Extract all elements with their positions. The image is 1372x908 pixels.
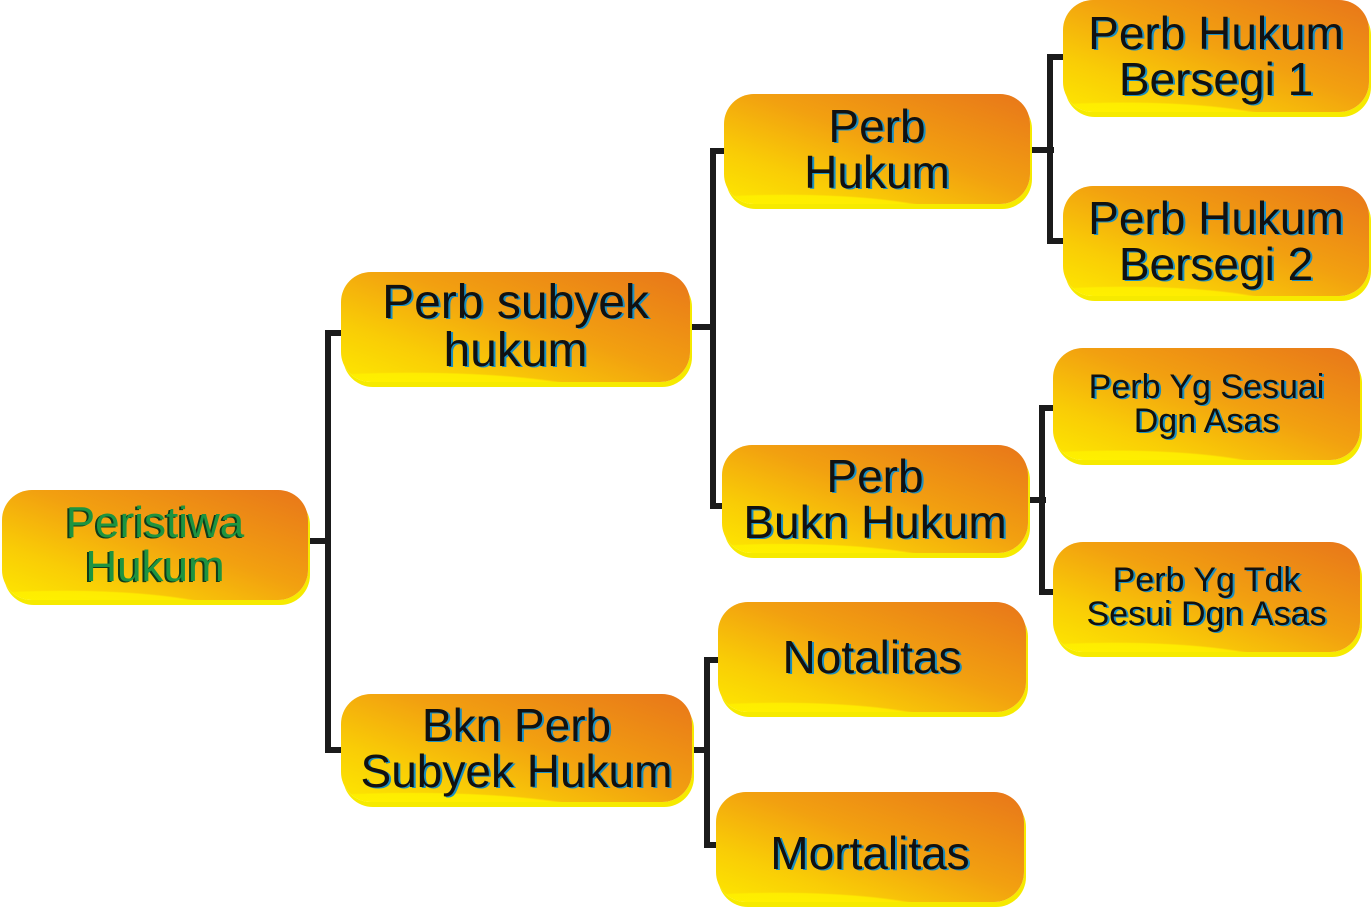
- connector-bkn-trunk: [704, 657, 710, 848]
- connector-subyek-to-perbhukum: [710, 148, 724, 154]
- connector-root-to-subyek: [325, 330, 341, 336]
- node-perb-hukum-bersegi-2: Perb Hukum Bersegi 2: [1063, 186, 1369, 296]
- node-label-line: Perb Hukum: [1088, 7, 1344, 59]
- node-perb-subyek-hukum: Perb subyek hukum: [341, 272, 690, 382]
- connector-subyek-stub: [690, 324, 716, 330]
- connector-perbhukum-trunk: [1047, 54, 1053, 244]
- connector-bukn-stub: [1028, 497, 1046, 503]
- node-label-line: Dgn Asas: [1133, 402, 1280, 440]
- node-perb-bukn-hukum: Perb Bukn Hukum: [722, 445, 1028, 553]
- connector-to-tdk-sesuai: [1039, 589, 1053, 595]
- connector-bukn-trunk: [1039, 405, 1045, 595]
- node-label-line: Perb Yg Tdk: [1112, 561, 1301, 599]
- node-label-line: Peristiwa: [65, 498, 245, 547]
- node-label-line: Notalitas: [782, 631, 962, 683]
- node-perb-yg-sesuai-dgn-asas: Perb Yg Sesuai Dgn Asas: [1053, 348, 1360, 460]
- connector-to-bersegi2: [1047, 238, 1063, 244]
- node-label-line: Bersegi 2: [1118, 238, 1314, 290]
- node-label-line: Hukum: [804, 146, 950, 198]
- node-label-line: Perb: [826, 450, 924, 502]
- connector-subyek-trunk: [710, 148, 716, 509]
- node-label-line: Bersegi 1: [1118, 53, 1314, 105]
- node-label-line: Perb subyek: [382, 276, 649, 329]
- connector-root-trunk: [325, 330, 331, 753]
- connector-perbhukum-stub: [1030, 147, 1054, 153]
- node-label-line: Hukum: [85, 542, 225, 591]
- node-label-line: hukum: [443, 324, 588, 377]
- connector-to-bersegi1: [1047, 54, 1063, 60]
- node-bkn-perb-subyek-hukum: Bkn Perb Subyek Hukum: [341, 694, 692, 802]
- node-perb-hukum: Perb Hukum: [724, 94, 1030, 204]
- node-perb-yg-tdk-sesui-dgn-asas: Perb Yg Tdk Sesui Dgn Asas: [1053, 542, 1360, 652]
- node-label-line: Subyek Hukum: [360, 745, 673, 797]
- connector-root-to-bkn: [325, 747, 341, 753]
- node-label-line: Mortalitas: [770, 827, 970, 879]
- node-label-line: Bukn Hukum: [743, 496, 1007, 548]
- node-label-line: Perb: [828, 100, 926, 152]
- connector-subyek-to-bukn: [710, 503, 724, 509]
- node-label-line: Sesui Dgn Asas: [1086, 595, 1327, 633]
- node-perb-hukum-bersegi-1: Perb Hukum Bersegi 1: [1063, 0, 1369, 112]
- connector-to-notalitas: [704, 657, 718, 663]
- connector-to-mortalitas: [704, 842, 718, 848]
- node-mortalitas: Mortalitas: [716, 792, 1024, 902]
- connector-to-sesuai: [1039, 405, 1053, 411]
- connector-root-stub: [308, 538, 330, 544]
- node-label-line: Perb Hukum: [1088, 192, 1344, 244]
- node-label-line: Bkn Perb: [421, 699, 612, 751]
- node-label-line: Perb Yg Sesuai: [1088, 368, 1325, 406]
- connector-bkn-stub: [692, 747, 710, 753]
- node-peristiwa-hukum: Peristiwa Hukum: [2, 490, 308, 600]
- node-notalitas: Notalitas: [718, 602, 1026, 712]
